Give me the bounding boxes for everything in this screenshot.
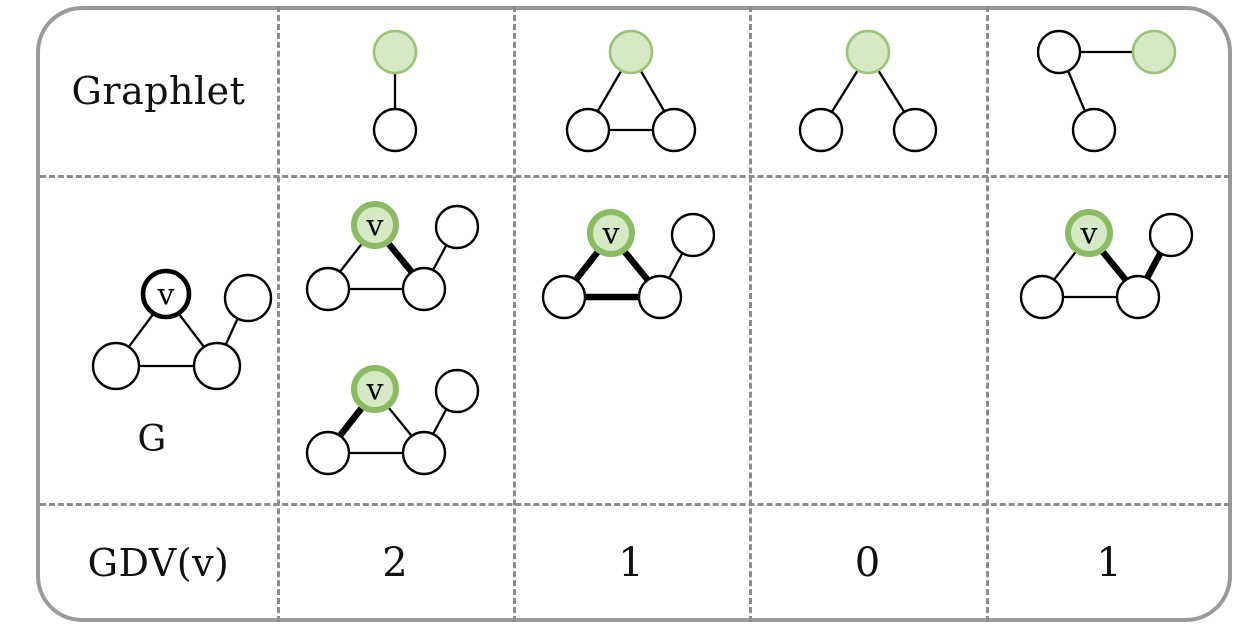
plain-node-right bbox=[892, 107, 937, 152]
gdv-cell-path-end: 1 bbox=[986, 503, 1232, 622]
node-v bbox=[1064, 209, 1113, 257]
gdv-value-edge: 2 bbox=[382, 539, 408, 586]
matches-cell-path-center-empty bbox=[749, 175, 986, 503]
orbit-node bbox=[608, 29, 654, 74]
plain-node-left bbox=[565, 107, 611, 152]
gdv-cell-edge: 2 bbox=[277, 503, 513, 622]
node-bottom-left bbox=[305, 430, 350, 476]
graphlet-edge-diagram bbox=[372, 29, 418, 152]
graphlet-cell-edge bbox=[277, 6, 513, 175]
graphlet-cell-triangle bbox=[513, 6, 749, 175]
host-graph-cell: v G bbox=[40, 175, 277, 503]
match-path-end-instance-1: v bbox=[1019, 209, 1193, 320]
graphlet-path-center-diagram bbox=[798, 29, 937, 152]
node-bottom-left bbox=[541, 274, 586, 320]
host-graph-label: G bbox=[137, 419, 167, 460]
matches-cell-edge: v v bbox=[277, 175, 513, 503]
node-bottom-right bbox=[192, 341, 241, 391]
grid-hline-2 bbox=[40, 503, 1230, 506]
matches-cell-path-end: v bbox=[986, 175, 1232, 503]
orbit-node bbox=[1131, 29, 1177, 74]
plain-node-bottom bbox=[1071, 107, 1117, 152]
grid-vline-2 bbox=[513, 6, 516, 622]
node-bottom-right bbox=[1115, 274, 1160, 320]
node-bottom-left bbox=[91, 341, 140, 391]
gdv-value-path-end: 1 bbox=[1096, 539, 1122, 586]
plain-node-left bbox=[798, 107, 843, 152]
node-v bbox=[140, 268, 191, 320]
match-triangle-instance-1: v bbox=[541, 209, 715, 320]
plain-node-right bbox=[651, 107, 697, 152]
node-v-letter: v bbox=[1079, 217, 1097, 252]
node-v-letter: v bbox=[365, 209, 383, 244]
match-edge-instance-1: v bbox=[305, 201, 479, 312]
grid-vline-3 bbox=[749, 6, 752, 622]
node-v-letter: v bbox=[365, 373, 383, 408]
node-top-right bbox=[670, 212, 715, 258]
graphlet-triangle-diagram bbox=[565, 29, 697, 152]
orbit-node bbox=[372, 29, 418, 74]
graphlet-row-label: Graphlet bbox=[71, 68, 246, 113]
gdv-row-label-cell: GDV(v) bbox=[40, 503, 277, 622]
gdv-cell-triangle: 1 bbox=[513, 503, 749, 622]
node-top-right bbox=[434, 368, 479, 414]
graphlet-cell-path-center bbox=[749, 6, 986, 175]
host-graph-diagram: v bbox=[91, 268, 272, 391]
gdv-cell-path-center: 0 bbox=[749, 503, 986, 622]
plain-node bbox=[372, 107, 418, 152]
node-top-right bbox=[1148, 212, 1193, 258]
grid-vline-4 bbox=[986, 6, 989, 622]
match-edge-instance-2: v bbox=[305, 365, 479, 476]
graphlet-path-end-diagram bbox=[1036, 29, 1177, 152]
orbit-node bbox=[845, 29, 890, 74]
node-v bbox=[350, 365, 399, 413]
node-v-letter: v bbox=[156, 278, 174, 313]
gdv-row-label: GDV(v) bbox=[87, 540, 230, 585]
plain-node-topleft bbox=[1036, 29, 1082, 74]
node-v-letter: v bbox=[601, 217, 619, 252]
graphlet-row-label-cell: Graphlet bbox=[40, 6, 277, 175]
node-v bbox=[350, 201, 399, 249]
graphlet-cell-path-end bbox=[986, 6, 1232, 175]
node-bottom-right bbox=[401, 266, 446, 312]
node-bottom-right bbox=[637, 274, 682, 320]
grid-hline-1 bbox=[40, 175, 1230, 178]
matches-cell-triangle: v bbox=[513, 175, 749, 503]
node-bottom-right bbox=[401, 430, 446, 476]
node-top-right bbox=[223, 273, 272, 323]
node-top-right bbox=[434, 204, 479, 250]
node-bottom-left bbox=[305, 266, 350, 312]
node-bottom-left bbox=[1019, 274, 1064, 320]
gdv-value-triangle: 1 bbox=[618, 539, 644, 586]
node-v bbox=[586, 209, 635, 257]
grid-vline-1 bbox=[277, 6, 280, 622]
gdv-value-path-center: 0 bbox=[854, 539, 881, 586]
